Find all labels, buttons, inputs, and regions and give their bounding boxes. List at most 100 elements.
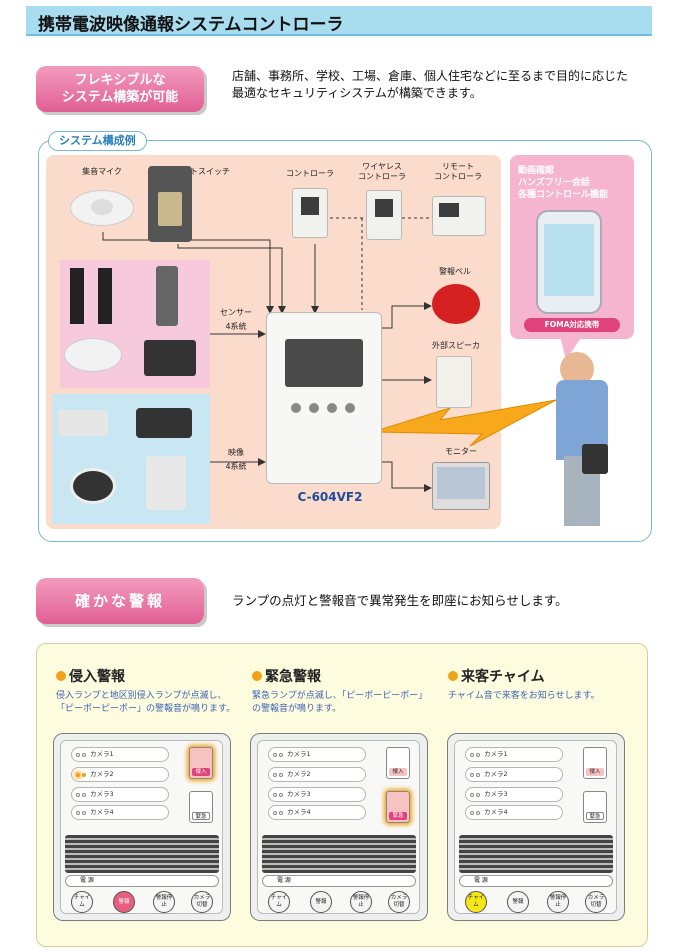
alarm-stop-button[interactable]: 警報停止 bbox=[153, 891, 175, 913]
outdoor-sensor-icon bbox=[156, 266, 178, 326]
emergency-text: 緊急 bbox=[192, 812, 210, 820]
mobile-phone-icon bbox=[536, 210, 602, 314]
wireless-line1: ワイヤレス bbox=[362, 162, 402, 171]
monitor-label: モニター bbox=[445, 447, 477, 456]
alarm-badge: 確かな警報 bbox=[36, 578, 204, 624]
emergency-indicator: 緊急 bbox=[583, 791, 607, 823]
flexible-badge: フレキシブルな システム構築が可能 bbox=[36, 66, 204, 112]
speaker-icon bbox=[436, 356, 472, 408]
desc-line2: 「ピーポーピーポー」の警報音が鳴ります。 bbox=[56, 704, 236, 714]
beam-sensor-icon bbox=[70, 268, 84, 324]
phone-line2: ハンズフリー会話 bbox=[518, 178, 590, 188]
camera-row: カメラ2 bbox=[71, 767, 169, 782]
camera-label: カメラ2 bbox=[90, 770, 114, 778]
box-camera-icon bbox=[58, 410, 108, 436]
controller-icon bbox=[292, 188, 328, 238]
intrusion-indicator: 侵入 bbox=[189, 747, 213, 779]
desc-line1: 侵入ランプと地区別侵入ランプが点滅し、 bbox=[56, 691, 227, 701]
alarm-stop-button[interactable]: 警報停止 bbox=[547, 891, 569, 913]
camera-row: カメラ1 bbox=[268, 747, 366, 762]
video-label: 映像 4系統 bbox=[212, 446, 260, 474]
alarm-title-text: 侵入警報 bbox=[69, 669, 125, 685]
alarm-title-text: 緊急警報 bbox=[265, 669, 321, 685]
sensor-line1: センサー bbox=[220, 308, 252, 317]
camera-switch-button[interactable]: カメラ切替 bbox=[585, 891, 607, 913]
chime-button[interactable]: チャイム bbox=[465, 891, 487, 913]
intrusion-text: 侵入 bbox=[192, 768, 210, 776]
emergency-text: 緊急 bbox=[586, 812, 604, 820]
alarm-lead: ランプの点灯と警報音で異常発生を即座にお知らせします。 bbox=[232, 593, 568, 608]
alarm-button[interactable]: 警報 bbox=[310, 891, 332, 913]
ceiling-sensor-icon bbox=[64, 338, 122, 372]
alarm-desc-chime: チャイム音で来客をお知らせします。 bbox=[448, 690, 600, 703]
camera-label: カメラ1 bbox=[90, 750, 114, 758]
bubble-tail bbox=[560, 336, 582, 360]
speaker-label: 外部スピーカ bbox=[432, 341, 480, 350]
desc-line2: の警報音が鳴ります。 bbox=[252, 704, 342, 714]
video-line2: 4系統 bbox=[225, 462, 247, 471]
alarm-title-chime: 来客チャイム bbox=[448, 666, 545, 686]
camera-label: カメラ1 bbox=[484, 750, 508, 758]
camera-label: カメラ4 bbox=[484, 808, 508, 816]
page-title: 携帯電波映像通報システムコントローラ bbox=[38, 15, 344, 35]
emergency-text: 緊急 bbox=[389, 812, 407, 820]
speaker-grille bbox=[65, 835, 219, 873]
camera-switch-button[interactable]: カメラ切替 bbox=[388, 891, 410, 913]
connection-lines bbox=[102, 217, 557, 492]
camera-row: カメラ2 bbox=[465, 767, 563, 782]
speaker-grille bbox=[459, 835, 613, 873]
alarm-stop-button[interactable]: 警報停止 bbox=[350, 891, 372, 913]
camera-label: カメラ3 bbox=[287, 790, 311, 798]
remote-controller-label: リモート コントローラ bbox=[428, 162, 488, 182]
remote-switch-icon bbox=[148, 166, 192, 242]
power-indicator: 電 源 bbox=[459, 875, 613, 887]
camera-label: カメラ2 bbox=[287, 770, 311, 778]
camera-row: カメラ3 bbox=[268, 787, 366, 802]
chime-button[interactable]: チャイム bbox=[268, 891, 290, 913]
remote-line1: リモート bbox=[442, 162, 474, 171]
mic-label: 集音マイク bbox=[82, 167, 122, 176]
control-panel-intrusion: カメラ1 カメラ2 カメラ3 カメラ4 侵入 緊急 電 源 チャイム 警報 警報… bbox=[53, 733, 231, 921]
title-bar: 携帯電波映像通報システムコントローラ bbox=[26, 6, 652, 36]
desc-line1: 緊急ランプが点滅し、「ピーポーピーポー」 bbox=[252, 691, 428, 701]
system-tab: システム構成例 bbox=[48, 131, 147, 151]
emergency-indicator: 緊急 bbox=[189, 791, 213, 823]
camera-label: カメラ3 bbox=[484, 790, 508, 798]
wireless-controller-icon bbox=[366, 190, 402, 240]
remote-switch-label: リモートスイッチ bbox=[166, 167, 230, 176]
alarm-desc-intrusion: 侵入ランプと地区別侵入ランプが点滅し、 「ピーポーピーポー」の警報音が鳴ります。 bbox=[56, 690, 235, 716]
control-panel-emergency: カメラ1 カメラ2 カメラ3 カメラ4 侵入 緊急 電 源 チャイム 警報 警報… bbox=[250, 733, 428, 921]
intrusion-indicator: 侵入 bbox=[583, 747, 607, 779]
bell-label: 警報ベル bbox=[439, 267, 471, 276]
badge-line1: フレキシブルな bbox=[74, 73, 166, 88]
cctv-camera-icon bbox=[136, 408, 192, 438]
alarm-title-text: 来客チャイム bbox=[461, 669, 545, 685]
sensor-label: センサー 4系統 bbox=[212, 306, 260, 334]
mic-device-icon bbox=[70, 190, 134, 226]
badge-line2: システム構築が可能 bbox=[61, 90, 179, 105]
power-indicator: 電 源 bbox=[262, 875, 416, 887]
camera-label: カメラ4 bbox=[287, 808, 311, 816]
camera-label: カメラ1 bbox=[287, 750, 311, 758]
camera-switch-button[interactable]: カメラ切替 bbox=[191, 891, 213, 913]
wireless-line2: コントローラ bbox=[358, 172, 406, 181]
dome-camera-icon bbox=[70, 468, 116, 504]
outdoor-camera-icon bbox=[146, 456, 186, 510]
alarm-desc-emergency: 緊急ランプが点滅し、「ピーポーピーポー」 の警報音が鳴ります。 bbox=[252, 690, 427, 716]
wall-sensor-icon bbox=[144, 340, 196, 376]
camera-row: カメラ4 bbox=[71, 805, 169, 820]
phone-line3: 各種コントロール機能 bbox=[518, 190, 609, 200]
lead-line2: 最適なセキュリティシステムが構築できます。 bbox=[232, 86, 482, 100]
intrusion-indicator: 侵入 bbox=[386, 747, 410, 779]
wireless-controller-label: ワイヤレス コントローラ bbox=[352, 162, 412, 182]
alarm-button[interactable]: 警報 bbox=[113, 891, 135, 913]
phone-features: 動画確認 ハンズフリー会話 各種コントロール機能 bbox=[518, 165, 608, 201]
chime-button[interactable]: チャイム bbox=[71, 891, 93, 913]
intrusion-text: 侵入 bbox=[389, 768, 407, 776]
video-line1: 映像 bbox=[228, 448, 244, 457]
alarm-button[interactable]: 警報 bbox=[507, 891, 529, 913]
foma-label: FOMA対応携帯 bbox=[524, 318, 620, 332]
control-panel-chime: カメラ1 カメラ2 カメラ3 カメラ4 侵入 緊急 電 源 チャイム 警報 警報… bbox=[447, 733, 625, 921]
camera-row: カメラ2 bbox=[268, 767, 366, 782]
camera-row: カメラ4 bbox=[465, 805, 563, 820]
